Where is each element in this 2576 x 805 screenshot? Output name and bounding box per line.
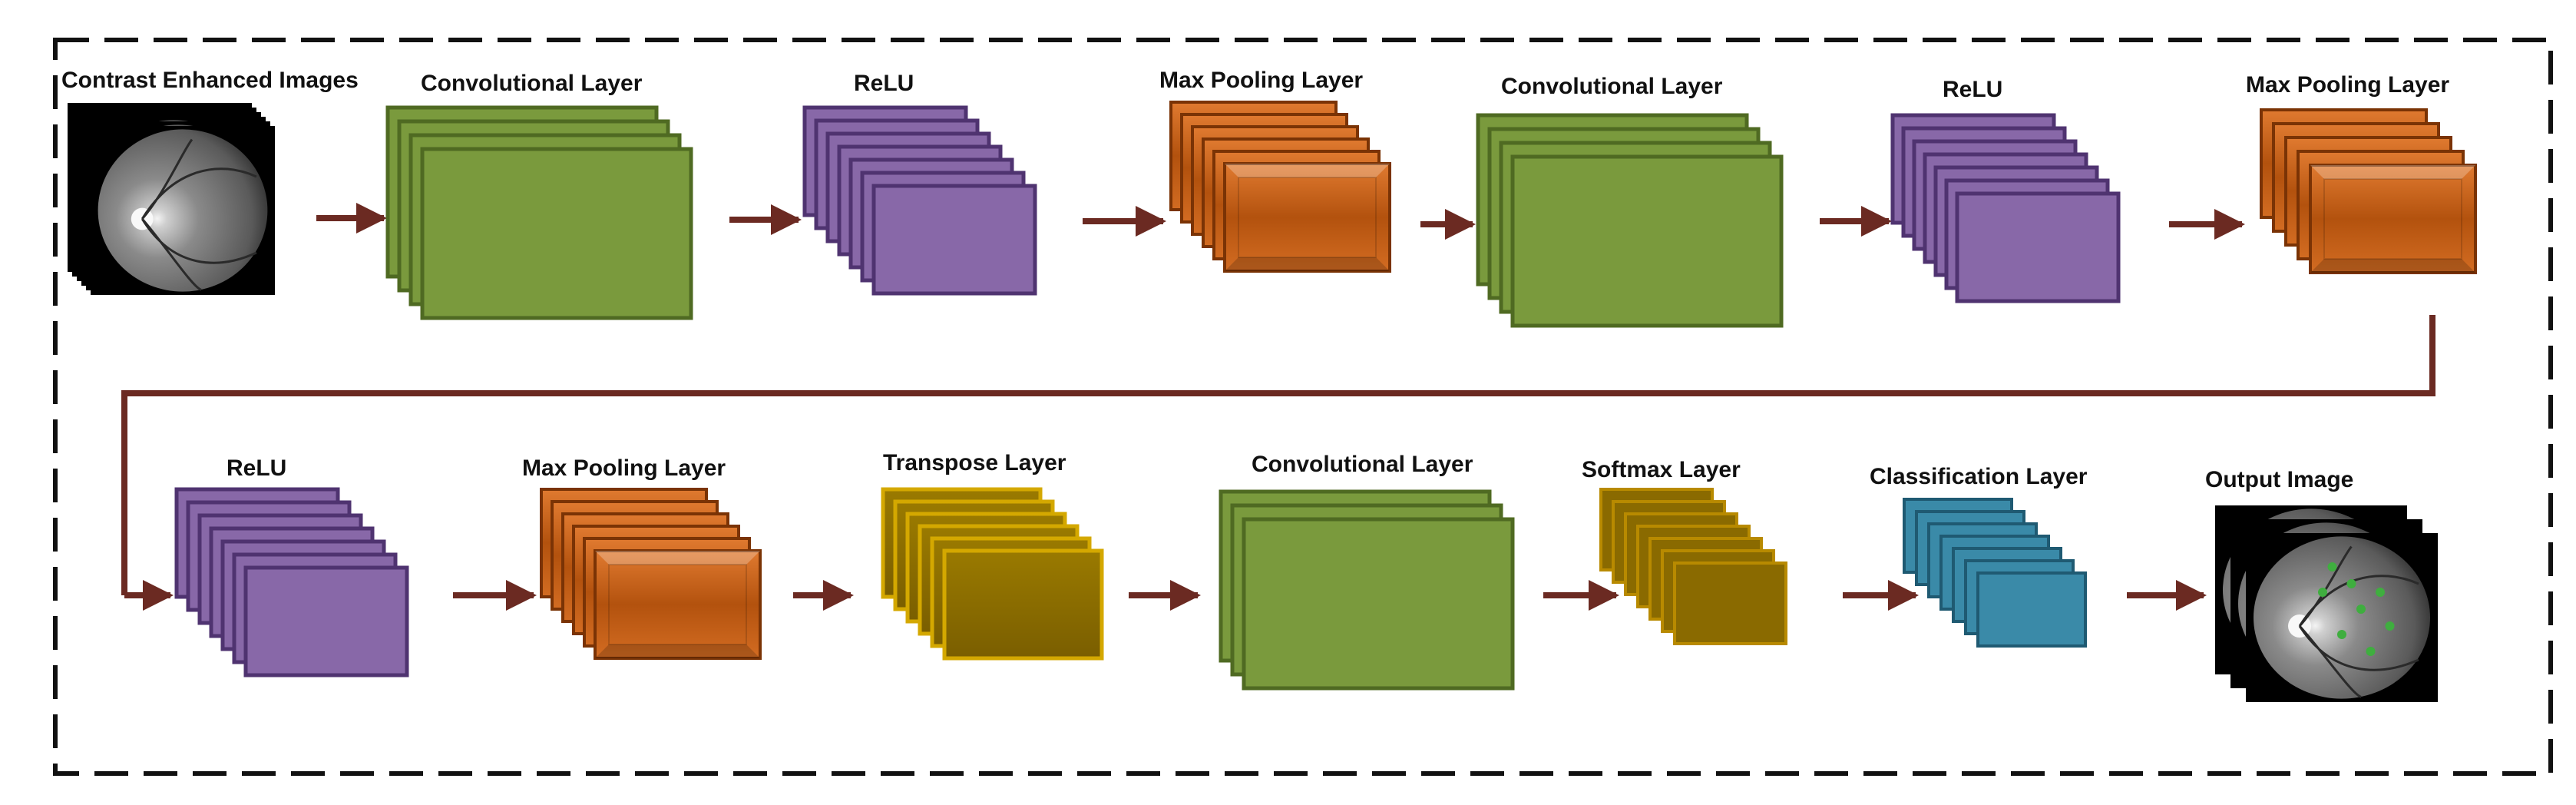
output-image-lesion-8 <box>2318 588 2327 597</box>
softmax-sheet-7 <box>1673 562 1787 645</box>
label-input-images: Contrast Enhanced Images <box>61 68 359 93</box>
classification-sheet-7 <box>1976 571 2087 648</box>
pool2-bevel-top <box>2310 165 2475 179</box>
relu1-sheet-7 <box>871 184 1037 296</box>
label-transpose-layer: Transpose Layer <box>883 450 1066 475</box>
pool1-bevel-bottom <box>1225 257 1390 271</box>
pool3-sheet-6 <box>594 549 762 660</box>
output-image-lesion-4 <box>2376 588 2385 597</box>
input-images-vessels <box>141 138 257 291</box>
label-conv-layer-2: Convolutional Layer <box>1501 74 1723 99</box>
pool2-bevel-inner <box>2323 178 2462 260</box>
output-image-lesion-7 <box>2385 621 2395 631</box>
conv3-sheet-3 <box>1242 517 1515 691</box>
output-image-retina-3 <box>2254 536 2430 699</box>
output-image-lesion-3 <box>2356 605 2366 614</box>
output-image-lesion-5 <box>2337 630 2346 639</box>
pool3-bevel-inner <box>608 564 747 645</box>
label-relu-3: ReLU <box>227 456 287 481</box>
label-max-pooling-1: Max Pooling Layer <box>1159 68 1364 93</box>
label-classification-layer: Classification Layer <box>1870 464 2088 489</box>
relu3-sheet-7 <box>243 565 409 677</box>
output-image-vessels <box>2298 545 2419 698</box>
pool3-bevel-top <box>595 551 760 565</box>
output-image-lesion-1 <box>2327 562 2337 571</box>
outer-dashed-border <box>53 38 2553 776</box>
pool2-sheet-5 <box>2309 164 2477 274</box>
label-relu-1: ReLU <box>854 71 914 96</box>
pool1-bevel-inner <box>1238 177 1377 258</box>
pool1-bevel-top <box>1225 164 1390 177</box>
output-image-lesion-2 <box>2346 579 2356 588</box>
output-image-lesion-6 <box>2366 647 2376 656</box>
label-max-pooling-2: Max Pooling Layer <box>2246 72 2450 98</box>
label-max-pooling-3: Max Pooling Layer <box>522 456 726 481</box>
relu2-sheet-7 <box>1955 191 2121 303</box>
input-images-retina-6 <box>98 129 268 292</box>
connector-row1-to-row2 <box>121 315 2435 595</box>
conv1-sheet-4 <box>420 147 693 320</box>
label-softmax-layer: Softmax Layer <box>1582 457 1741 482</box>
pool1-sheet-6 <box>1223 162 1391 273</box>
label-relu-2: ReLU <box>1943 77 2003 102</box>
label-conv-layer-3: Convolutional Layer <box>1252 452 1473 477</box>
label-output-image: Output Image <box>2205 467 2354 492</box>
conv2-sheet-4 <box>1510 154 1784 328</box>
pool2-bevel-bottom <box>2310 259 2475 273</box>
transpose-sheet-6 <box>942 548 1104 661</box>
pool3-bevel-bottom <box>595 644 760 658</box>
label-conv-layer-1: Convolutional Layer <box>421 71 643 96</box>
